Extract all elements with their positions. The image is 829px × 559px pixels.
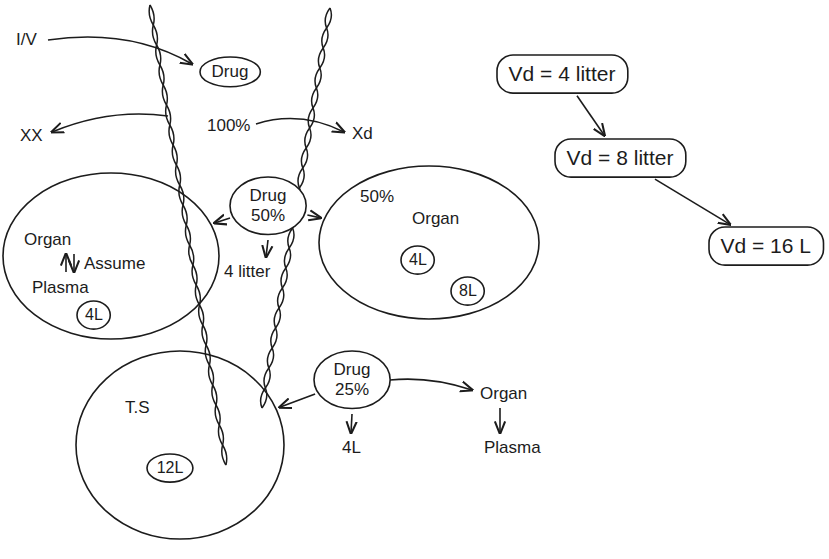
node-outline <box>318 165 540 320</box>
node-content: Drug <box>212 62 249 82</box>
outline-ellipse <box>77 301 110 329</box>
volume-circle: 4L <box>400 245 435 275</box>
outline-box <box>709 227 824 265</box>
outline-ellipse <box>230 177 306 235</box>
node-content: 4L <box>85 306 103 324</box>
tissue-region: T.S 12L <box>75 350 285 540</box>
node-text: Drug 25% <box>328 360 376 399</box>
outline-ellipse <box>200 57 260 87</box>
node-text: 4L <box>85 306 103 324</box>
leader-arrow <box>390 379 472 390</box>
node-text: Organ <box>22 230 73 250</box>
node-content: Vd = 16 L <box>721 234 812 258</box>
node-text: 12L <box>157 459 184 477</box>
organ-region: 50% Organ 4L 8L <box>318 165 540 320</box>
outline-box <box>497 55 628 93</box>
outline-ellipse <box>401 246 434 274</box>
note-label: XX <box>18 126 45 146</box>
distribution-arrow <box>655 179 730 224</box>
volume-circle: 12L <box>146 453 194 483</box>
outline-ellipse <box>314 351 390 409</box>
node-content: Vd = 4 litter <box>509 62 616 86</box>
vd-box: Vd = 4 litter <box>496 54 629 94</box>
node-content: 4L <box>409 251 427 269</box>
node-content: 8L <box>459 282 477 300</box>
note-label: 4L <box>340 438 363 458</box>
node-text: Plasma <box>30 278 91 298</box>
note-label: Xd <box>350 124 375 144</box>
node-text: Drug 50% <box>244 186 292 225</box>
node-content: Drug 25% <box>328 360 376 399</box>
node-content: Vd = 8 litter <box>567 146 674 170</box>
drug-circle: Drug 50% <box>229 176 307 236</box>
leader-arrow <box>52 114 168 132</box>
note-label: 4 litter <box>222 262 272 282</box>
node-text: T.S <box>123 398 152 418</box>
distribution-arrow <box>280 394 315 407</box>
leader-arrow <box>499 408 501 433</box>
organ-region: OrganAssumePlasma4L <box>2 172 220 340</box>
node-text: Vd = 4 litter <box>509 62 616 86</box>
exchange-arrow <box>65 254 67 272</box>
outline-box <box>555 139 686 177</box>
note-label: I/V <box>14 30 39 50</box>
node-text: 4L <box>409 251 427 269</box>
node-text: Drug <box>212 62 249 82</box>
node-content: Drug 50% <box>244 186 292 225</box>
leader-arrow <box>48 37 192 64</box>
node-content: OrganAssumePlasma <box>2 172 220 340</box>
note-label: Plasma <box>482 438 543 458</box>
leader-arrow <box>266 240 268 257</box>
node-content: 50% Organ <box>318 165 540 320</box>
outline-ellipse <box>76 351 284 539</box>
outline-ellipse <box>3 173 219 339</box>
outline-ellipse <box>451 277 484 305</box>
membrane <box>149 5 331 465</box>
drug-circle: Drug <box>199 56 261 88</box>
node-text: 8L <box>459 282 477 300</box>
node-outline <box>75 350 285 540</box>
outline-ellipse <box>147 454 193 482</box>
distribution-arrow <box>577 96 604 136</box>
node-text: Organ <box>410 209 461 229</box>
note-label: Organ <box>478 384 529 404</box>
volume-circle: 4L <box>76 300 111 330</box>
node-text: Vd = 8 litter <box>567 146 674 170</box>
note-label: 100% <box>205 116 252 136</box>
exchange-arrow <box>73 254 75 272</box>
distribution-arrow <box>215 218 230 223</box>
volume-circle: 8L <box>450 276 485 306</box>
outline-ellipse <box>319 166 539 319</box>
node-content: 12L <box>157 459 184 477</box>
drug-circle: Drug 25% <box>313 350 391 410</box>
distribution-arrow <box>307 215 320 218</box>
node-text: Assume <box>82 254 147 274</box>
node-text: 50% <box>358 187 396 207</box>
leader-arrow <box>351 414 352 433</box>
node-content: T.S <box>75 350 285 540</box>
vd-box: Vd = 16 L <box>708 226 825 266</box>
node-text: Vd = 16 L <box>721 234 812 258</box>
leader-arrows <box>48 37 500 433</box>
leader-arrow <box>256 119 344 132</box>
vd-box: Vd = 8 litter <box>554 138 687 178</box>
